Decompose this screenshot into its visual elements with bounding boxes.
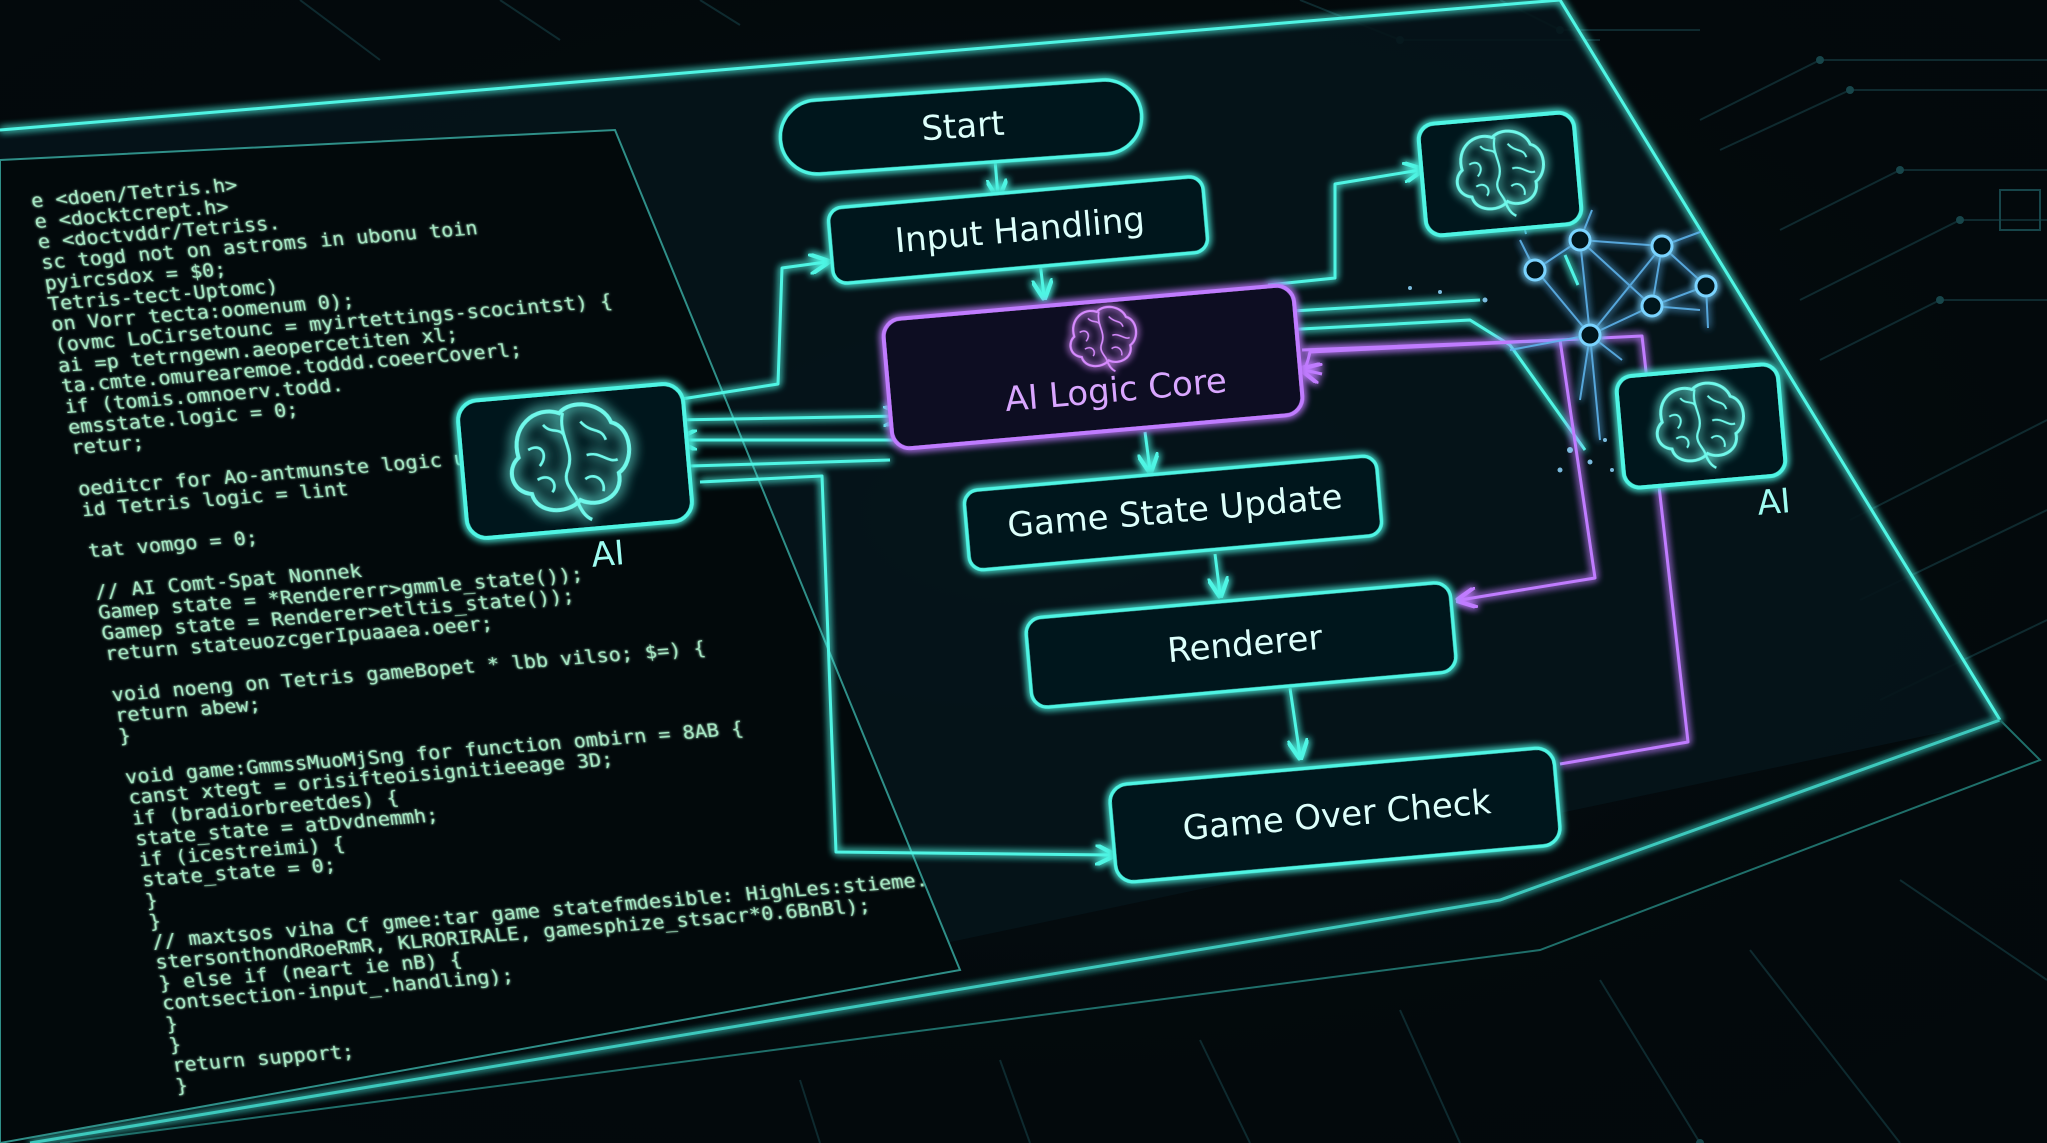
node-game-over-check: Game Over Check: [1108, 746, 1562, 884]
arrow-network-core: [1275, 298, 1481, 312]
arrow-ai-input: [674, 262, 826, 402]
arrow-ai-core-1: [674, 416, 900, 420]
arrow-ai-gameover: [699, 474, 1112, 855]
arrow-gamestate-renderer: [1215, 553, 1220, 594]
ai-right-label: AI: [1756, 481, 1793, 524]
code-line: }: [167, 1033, 183, 1056]
code-line: }: [147, 910, 163, 933]
arrow-core-top-ai: [1267, 170, 1420, 287]
panel-edge-thickness: [59, 719, 2042, 1143]
loop-renderer: [1301, 338, 1597, 600]
ai-box-bottom-right: AI: [1614, 362, 1793, 524]
code-line: }: [117, 724, 133, 747]
code-panel: [0, 128, 962, 1143]
ai-box-top-right: [1416, 110, 1584, 238]
arrow-core-gamestate: [1145, 431, 1150, 470]
connectors: [674, 159, 1587, 855]
line-network-top: [1563, 254, 1580, 286]
code-line: }: [174, 1074, 190, 1097]
line-ai-core-2: [689, 458, 891, 468]
node-start: Start: [778, 78, 1144, 176]
node-start-label: Start: [920, 104, 1006, 150]
arrow-renderer-gameover: [1290, 687, 1300, 756]
code-line: }: [164, 1013, 180, 1036]
line-core-right-ai: [1281, 318, 1587, 451]
code-line: }: [144, 889, 160, 912]
neural-network: [1408, 209, 1718, 473]
arrow-start-input: [995, 159, 998, 196]
panel-edge-bottom: [29, 718, 2001, 1143]
feedback-connectors: [1300, 334, 1690, 766]
panel-edge-top: [0, 0, 2002, 721]
node-renderer: Renderer: [1024, 581, 1458, 709]
ai-left-label: AI: [590, 533, 627, 576]
node-game-state-update: Game State Update: [962, 454, 1384, 572]
ai-box-left: AI: [456, 382, 694, 576]
node-ai-logic-core: AI Logic Core: [881, 283, 1305, 451]
node-input-handling: Input Handling: [826, 175, 1210, 285]
arrow-loop-core: [1304, 370, 1322, 374]
